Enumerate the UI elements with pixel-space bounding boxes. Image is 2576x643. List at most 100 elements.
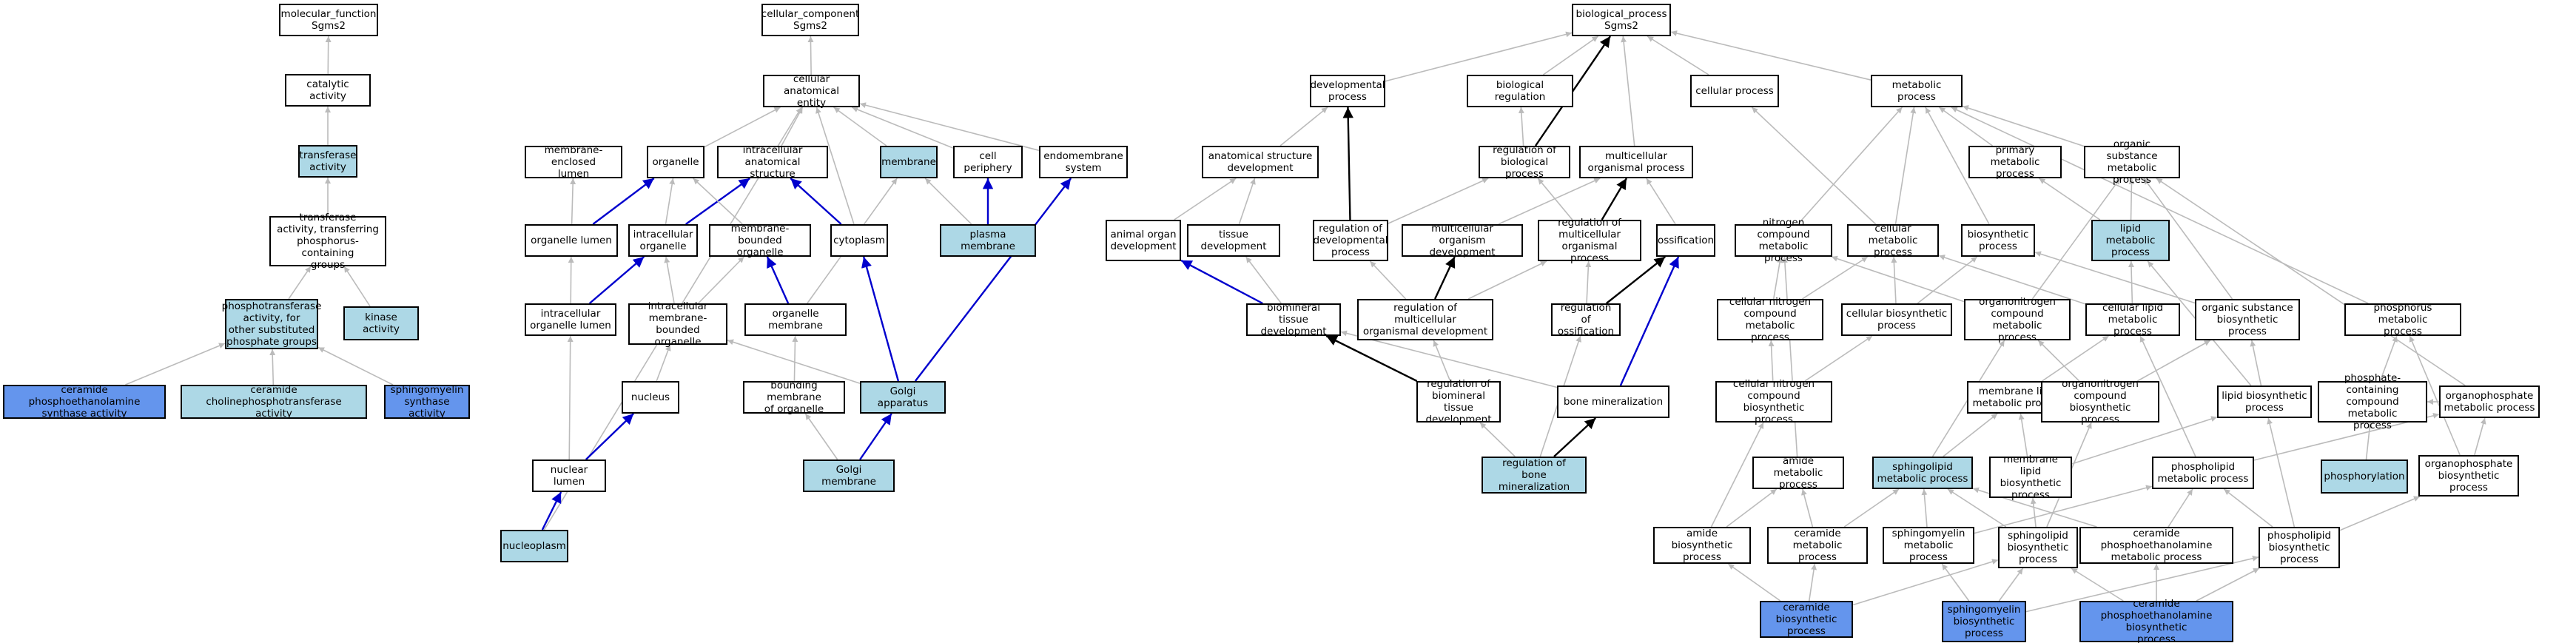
node-catalytic[interactable]: catalytic activity	[285, 74, 371, 107]
node-cell-proc[interactable]: cellular process	[1690, 75, 1779, 107]
node-sm-metab[interactable]: sphingomyelin metabolic process	[1883, 527, 1974, 564]
node-transferase-p[interactable]: transferase activity, transferring phosp…	[269, 212, 386, 271]
node-phos-metab[interactable]: phosphorus metabolic process	[2344, 302, 2461, 337]
node-golgi[interactable]: Golgi apparatus	[860, 381, 946, 414]
edge-cer-biosynth-to-sphingolipid-biosynth	[1852, 559, 1999, 606]
edge-reg-dev-to-dev-proc	[1342, 107, 1353, 220]
node-reg-ossif[interactable]: regulation of ossification	[1551, 302, 1621, 337]
node-sm-synth[interactable]: sphingomyelin synthase activity	[384, 384, 470, 420]
edge-sphingolipid-metab-to-mem-lipid-metab	[1943, 413, 1998, 457]
node-ic-mb-org[interactable]: intracellular membrane-bounded organelle	[628, 300, 727, 348]
node-cer-chol[interactable]: ceramide cholinephosphotransferase activ…	[181, 384, 367, 420]
node-tissue-dev[interactable]: tissue development	[1187, 224, 1280, 257]
node-intracell-struct[interactable]: intracellular anatomical structure	[717, 144, 828, 180]
edge-amide-biosynth-to-cell-nitro-biosynth	[1710, 422, 1764, 528]
edge-kinase-to-transferase-p	[343, 266, 371, 307]
node-golgi-mem[interactable]: Golgi membrane	[803, 459, 895, 492]
node-cc-root[interactable]: cellular_component Sgms2	[761, 4, 859, 36]
node-sphingolipid-metab[interactable]: sphingolipid metabolic process	[1872, 457, 1973, 489]
node-anat-dev[interactable]: anatomical structure development	[1202, 146, 1319, 178]
node-bound-mem[interactable]: bounding membrane of organelle	[743, 380, 845, 415]
node-cell-lipid-metab[interactable]: cellular lipid metabolic process	[2085, 302, 2180, 337]
node-organophos-metab[interactable]: organophosphate metabolic process	[2439, 386, 2540, 418]
node-reg-multi-dev[interactable]: regulation of multicellular organismal d…	[1357, 299, 1493, 340]
node-mf-root[interactable]: molecular_function Sgms2	[279, 4, 378, 36]
node-org-sub-metab[interactable]: organic substance metabolic process	[2084, 138, 2180, 186]
edge-org-sub-biosynth-to-biosynth	[2034, 251, 2196, 304]
node-cer-pe-synth[interactable]: ceramide phosphoethanolamine synthase ac…	[3, 384, 166, 420]
node-amide-biosynth[interactable]: amide biosynthetic process	[1653, 527, 1751, 564]
node-phospholipid-metab[interactable]: phospholipid metabolic process	[2152, 457, 2254, 489]
edge-cer-chol-to-phosphotrans	[269, 349, 276, 386]
node-org-sub-biosynth[interactable]: organic substance biosynthetic process	[2195, 299, 2300, 340]
node-sm-biosynth[interactable]: sphingomyelin biosynthetic process	[1942, 601, 2026, 642]
node-cer-pe-biosynth[interactable]: ceramide phosphoethanolamine biosyntheti…	[2079, 598, 2233, 643]
node-mem-lumen[interactable]: membrane-enclosed lumen	[525, 144, 622, 180]
node-transferase[interactable]: transferase activity	[298, 145, 357, 178]
node-phos-contain[interactable]: phosphate-containing compound metabolic …	[2318, 372, 2427, 431]
node-reg-multi[interactable]: regulation of multicellular organismal p…	[1538, 217, 1641, 264]
node-mb-org[interactable]: membrane-bounded organelle	[709, 223, 811, 258]
node-cer-metab[interactable]: ceramide metabolic process	[1767, 527, 1868, 564]
edge-cer-pe-synth-to-phosphotrans	[125, 343, 226, 386]
node-org-mem[interactable]: organelle membrane	[744, 303, 847, 336]
node-nucleoplasm[interactable]: nucleoplasm	[500, 530, 568, 562]
node-cell-biosynth[interactable]: cellular biosynthetic process	[1841, 303, 1952, 336]
node-reg-biomin-dev[interactable]: regulation of biomineral tissue developm…	[1416, 378, 1501, 425]
node-bio-reg[interactable]: biological regulation	[1467, 75, 1573, 107]
node-mem-lipid-biosynth[interactable]: membrane lipid biosynthetic process	[1989, 454, 2072, 501]
node-cer-pe-metab[interactable]: ceramide phosphoethanolamine metabolic p…	[2079, 527, 2233, 564]
node-amide-metab[interactable]: amide metabolic process	[1752, 455, 1844, 491]
edge-multi-dev-to-multi-org	[1498, 178, 1601, 225]
edge-endomembrane-to-cae	[859, 102, 1040, 152]
node-organelle[interactable]: organelle	[647, 146, 704, 178]
node-bp-root[interactable]: biological_process Sgms2	[1572, 4, 1671, 36]
node-plasma-mem[interactable]: plasma membrane	[940, 224, 1036, 257]
node-reg-dev[interactable]: regulation of developmental process	[1313, 220, 1388, 261]
node-bone-min[interactable]: bone mineralization	[1557, 386, 1669, 418]
node-biomin[interactable]: biomineral tissue development	[1246, 302, 1341, 337]
edge-cae-to-cc-root	[807, 36, 814, 75]
node-kinase[interactable]: kinase activity	[343, 306, 419, 340]
node-ic-org-lumen[interactable]: intracellular organelle lumen	[525, 303, 616, 336]
edge-orgnitro-metab-to-nitro-metab	[1831, 255, 1965, 303]
node-org-lumen[interactable]: organelle lumen	[525, 224, 618, 257]
node-phosphotrans[interactable]: phosphotransferase activity, for other s…	[221, 299, 322, 349]
node-cell-metab[interactable]: cellular metabolic process	[1847, 223, 1939, 258]
node-cytoplasm[interactable]: cytoplasm	[830, 224, 888, 257]
node-multi-org[interactable]: multicellular organismal process	[1579, 146, 1693, 178]
node-ossif[interactable]: ossification	[1656, 224, 1715, 257]
node-animal-organ[interactable]: animal organ development	[1106, 220, 1181, 261]
node-endomembrane[interactable]: endomembrane system	[1039, 146, 1128, 178]
node-sphingolipid-biosynth[interactable]: sphingolipid biosynthetic process	[1998, 527, 2078, 568]
node-nitro-metab[interactable]: nitrogen compound metabolic process	[1735, 217, 1832, 264]
node-lipid-metab[interactable]: lipid metabolic process	[2091, 220, 2170, 261]
node-cell-nitro-biosynth[interactable]: cellular nitrogen compound biosynthetic …	[1715, 378, 1832, 425]
node-membrane[interactable]: membrane	[880, 146, 938, 178]
node-cell-nitro-metab[interactable]: cellular nitrogen compound metabolic pro…	[1717, 296, 1823, 343]
node-nuc-lumen[interactable]: nuclear lumen	[532, 459, 606, 492]
node-cell-periph[interactable]: cell periphery	[953, 146, 1023, 178]
edge-mb-org-to-organelle	[693, 178, 743, 225]
node-prim-metab[interactable]: primary metabolic process	[1968, 144, 2062, 180]
edge-golgi-to-endomembrane	[914, 178, 1072, 382]
edge-reg-bone-min-to-bone-min	[1553, 417, 1597, 457]
node-biosynth[interactable]: biosynthetic process	[1961, 224, 2035, 257]
node-cae[interactable]: cellular anatomical entity	[763, 73, 860, 109]
node-orgnitro-biosynth[interactable]: organonitrogen compound biosynthetic pro…	[2041, 378, 2159, 425]
node-phospholipid-biosynth[interactable]: phospholipid biosynthetic process	[2259, 527, 2340, 568]
node-organophos-biosynth[interactable]: organophosphate biosynthetic process	[2418, 455, 2519, 496]
node-dev-proc[interactable]: developmental process	[1310, 75, 1385, 107]
node-phosphorylation[interactable]: phosphorylation	[2321, 459, 2408, 494]
node-metab[interactable]: metabolic process	[1871, 75, 1963, 107]
node-reg-bone-min[interactable]: regulation of bone mineralization	[1482, 457, 1587, 494]
node-orgnitro-metab[interactable]: organonitrogen compound metabolic proces…	[1964, 296, 2071, 343]
node-intracell-org[interactable]: intracellular organelle	[628, 224, 698, 257]
node-nucleus[interactable]: nucleus	[622, 381, 679, 414]
edge-reg-biomin-dev-to-biomin	[1325, 334, 1418, 383]
node-multi-dev[interactable]: multicellular organism development	[1402, 223, 1523, 258]
edge-cer-biosynth-to-cer-metab	[1808, 563, 1817, 602]
node-cer-biosynth[interactable]: ceramide biosynthetic process	[1760, 601, 1853, 638]
node-lipid-biosynth[interactable]: lipid biosynthetic process	[2217, 386, 2312, 418]
node-reg-bio[interactable]: regulation of biological process	[1479, 144, 1570, 180]
